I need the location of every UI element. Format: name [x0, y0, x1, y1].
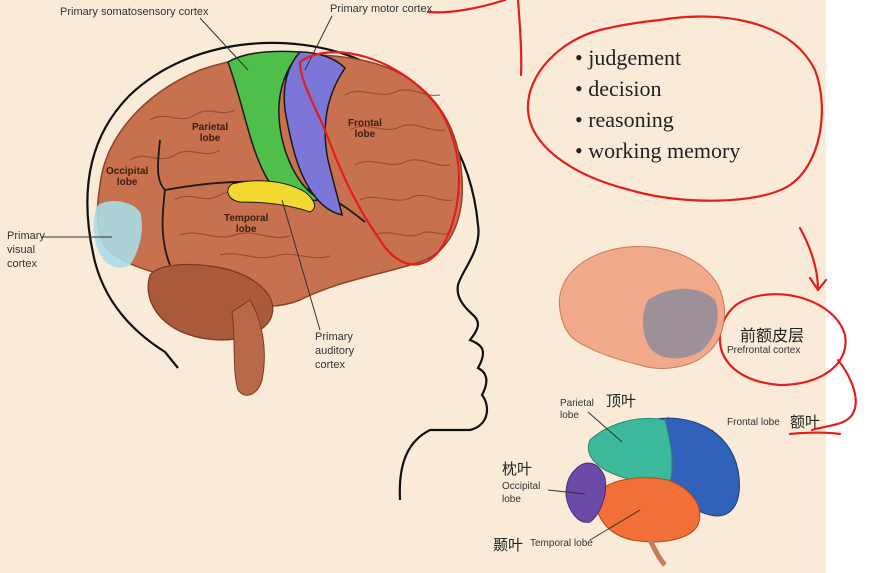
gyri-texture [129, 89, 453, 259]
visual-label-2: visual [7, 244, 36, 256]
note-item: decision [575, 73, 740, 104]
temporal-lobe-region [594, 477, 701, 543]
occipital-lobe-region [565, 462, 607, 523]
lobes-brain [565, 417, 740, 567]
parietal-en-label-1: Parietal [560, 398, 594, 409]
note-item: judgement [575, 42, 740, 73]
arrow-from-prefrontal [810, 358, 857, 432]
temporal-cn-label: 颞叶 [493, 536, 524, 554]
visual-label-1: Primary [7, 230, 45, 242]
top-arrow-stroke [426, 0, 507, 14]
occipital-en-label-2: lobe [502, 494, 521, 505]
visual-cortex [93, 200, 142, 268]
occipital-label-line-2: lobe [116, 177, 138, 188]
frontal-underline [788, 431, 842, 436]
parietal-label-line-2: lobe [199, 133, 221, 144]
temporal-label: Temporal lobe [224, 213, 268, 235]
parietal-label-line-1: Parietal [192, 122, 229, 133]
prefrontal-english-label: Prefrontal cortex [727, 345, 801, 356]
occipital-label-line-1: Occipital [106, 166, 149, 177]
small-leader-lines [547, 411, 641, 541]
motor-label: Primary motor cortex [330, 3, 433, 15]
temporal-label-line-2: lobe [235, 224, 257, 235]
temporal-en-label: Temporal lobe [530, 538, 593, 549]
parietal-cn-label: 顶叶 [606, 392, 637, 410]
parietal-label: Parietal lobe [192, 122, 228, 144]
frontal-cn-label: 额叶 [790, 413, 821, 431]
parietal-en-label-2: lobe [560, 410, 579, 421]
occipital-en-label-1: Occipital [502, 481, 541, 492]
lobes-brain-stem [647, 538, 667, 567]
prefrontal-chinese-label: 前额皮层 [740, 326, 805, 345]
temporal-label-line-1: Temporal [224, 213, 269, 224]
brain-stem [231, 299, 265, 396]
head-outline [86, 41, 489, 501]
frontal-label-line-1: Frontal [348, 118, 382, 129]
prefrontal-region [642, 288, 718, 359]
frontal-label-line-2: lobe [354, 129, 376, 140]
frontal-en-label: Frontal lobe [727, 417, 780, 428]
auditory-label-1: Primary [315, 331, 353, 343]
arrow-to-prefrontal [798, 226, 828, 292]
function-notes-list: judgement decision reasoning working mem… [575, 42, 740, 166]
auditory-label-2: auditory [315, 345, 355, 357]
note-item: working memory [575, 135, 740, 166]
motor-cortex [283, 51, 346, 217]
page-margin [826, 0, 880, 573]
leader-lines [42, 15, 333, 331]
frontal-label: Frontal lobe [348, 118, 382, 140]
occipital-cn-label: 枕叶 [502, 460, 533, 478]
visual-label-3: cortex [7, 258, 37, 270]
auditory-label-3: cortex [315, 359, 345, 371]
notes-circle [526, 15, 823, 202]
somatosensory-label: Primary somatosensory cortex [60, 6, 209, 18]
note-item: reasoning [575, 104, 740, 135]
somatosensory-cortex [227, 50, 323, 202]
frontal-lobe-circle [298, 51, 461, 266]
auditory-cortex [227, 180, 316, 213]
top-vertical-stroke [516, 0, 523, 77]
occipital-label: Occipital lobe [106, 166, 148, 188]
